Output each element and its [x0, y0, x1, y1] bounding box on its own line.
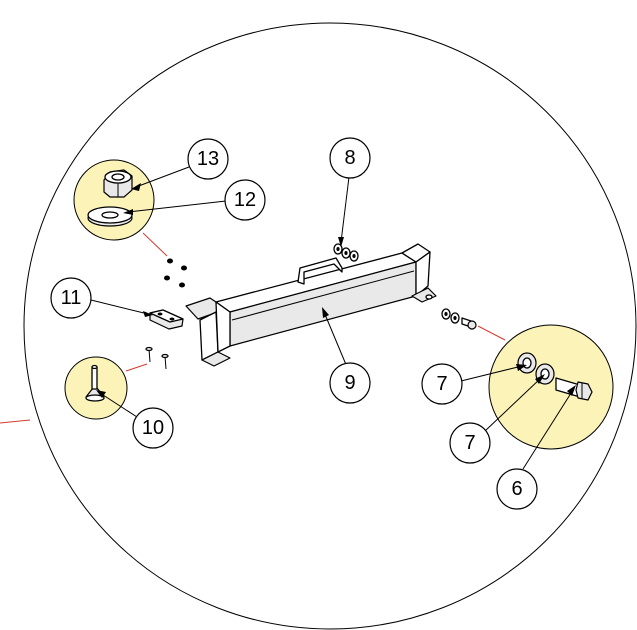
detail-bolt-washers	[488, 324, 614, 450]
callout-label-13: 13	[197, 148, 219, 170]
washer-part-top	[87, 206, 133, 227]
callout-label-7-lower: 7	[464, 432, 475, 454]
channel-bar-part	[185, 243, 437, 367]
callout-label-8: 8	[344, 147, 355, 169]
callout-8: 8	[329, 137, 371, 179]
callout-7-upper: 7	[421, 363, 463, 405]
countersunk-screw-part	[85, 364, 105, 402]
callout-label-9: 9	[344, 372, 355, 394]
callout-label-11: 11	[61, 287, 82, 309]
washers-stack-top	[333, 243, 359, 262]
callout-label-6: 6	[511, 478, 522, 500]
callout-7-lower: 7	[449, 422, 491, 464]
detail-nut-washer	[73, 159, 168, 257]
callout-12: 12	[224, 179, 266, 221]
plate-part	[149, 309, 184, 330]
leader-arrowheads	[96, 183, 576, 398]
detail-circle-right	[488, 324, 614, 450]
callout-label-12: 12	[234, 189, 256, 211]
callout-label-10: 10	[142, 417, 164, 439]
outer-detail-circle	[23, 22, 637, 630]
callout-6: 6	[496, 468, 538, 510]
outer-link-line	[0, 419, 31, 424]
small-nuts-cluster	[164, 258, 187, 288]
detail-screw	[64, 356, 148, 420]
callout-10: 10	[132, 407, 174, 449]
small-screws	[145, 346, 169, 370]
lock-nut-part	[103, 169, 133, 198]
callout-11: 11	[50, 277, 92, 319]
washers-bolt-right	[441, 308, 506, 341]
callout-13: 13	[187, 138, 229, 180]
callout-label-7-upper: 7	[436, 373, 447, 395]
callout-9: 9	[329, 362, 371, 404]
